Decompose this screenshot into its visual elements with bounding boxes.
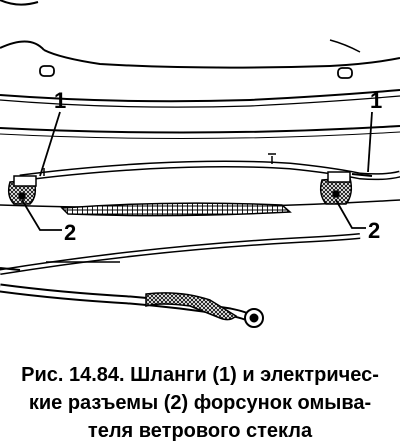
left-washer-nozzle: [7, 175, 37, 205]
callout-connector-right: 2: [368, 218, 380, 243]
callout-connector-left: 2: [64, 220, 76, 245]
callout-hose-right: 1: [370, 88, 382, 113]
callout-hose-left: 1: [54, 88, 66, 113]
wiper-arm: [0, 283, 264, 328]
callout-leaders: [21, 111, 373, 231]
air-intake-grill: [60, 202, 292, 217]
technical-illustration: 1 1 2 2: [0, 0, 400, 328]
washer-hose: [19, 153, 400, 182]
hood-outline: [0, 0, 400, 108]
caption-line-3: теля ветрового стекла: [87, 420, 313, 442]
figure-caption: Рис. 14.84. Шланги (1) и электричес- кие…: [0, 361, 400, 445]
right-washer-nozzle: [319, 171, 373, 205]
caption-line-1: Рис. 14.84. Шланги (1) и электричес-: [21, 364, 379, 386]
hood-mounts: [39, 65, 353, 79]
caption-line-2: кие разъемы (2) форсунок омыва-: [28, 392, 372, 414]
wiper-blade: [0, 233, 361, 275]
